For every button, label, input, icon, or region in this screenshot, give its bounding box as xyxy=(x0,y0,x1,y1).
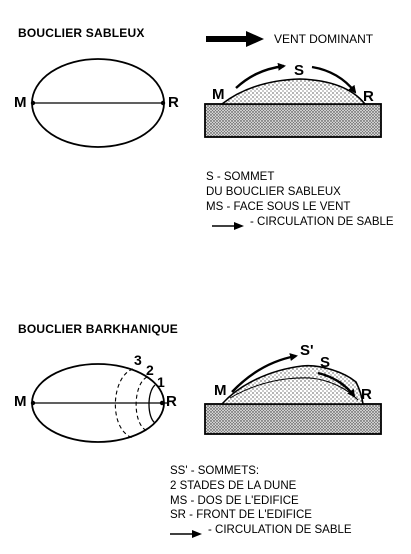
sand-circulation-arrow-back xyxy=(231,353,298,393)
plan-label-r: R xyxy=(168,94,179,111)
plan-point-m xyxy=(30,100,36,106)
stage-label-1: 1 xyxy=(157,374,165,390)
stage-label-2: 2 xyxy=(146,362,154,378)
ground-block xyxy=(204,103,382,138)
legend-2-line-1: SS' - SOMMETS: xyxy=(170,465,260,477)
ground-block-2 xyxy=(204,403,382,435)
legend-1-line-2: DU BOUCLIER SABLEUX xyxy=(206,186,341,198)
legend-2-line-2: 2 STADES DE LA DUNE xyxy=(170,480,297,492)
legend-2-line-5: - CIRCULATION DE SABLE xyxy=(208,524,352,536)
legend-circulation-arrow-1 xyxy=(212,222,244,230)
plan-label-m-2: M xyxy=(14,393,27,410)
profile-label-s-prime: S' xyxy=(300,342,314,359)
legend-circulation-arrow-2 xyxy=(170,530,202,538)
wind-label: VENT DOMINANT xyxy=(274,32,374,46)
sand-circulation-arrow-left xyxy=(235,62,286,89)
profile-label-r: R xyxy=(363,88,374,105)
profile-label-m: M xyxy=(212,86,225,103)
stage-1-front-outline xyxy=(148,384,156,424)
sand-circulation-arrow-front xyxy=(317,371,356,398)
stage-3-front-outline xyxy=(114,368,134,439)
section-1-title: BOUCLIER SABLEUX xyxy=(18,26,145,40)
profile-label-m-2: M xyxy=(214,382,227,399)
earlier-stage-profile-line xyxy=(229,377,359,401)
sand-shield-profile xyxy=(219,78,367,105)
profile-label-r-2: R xyxy=(361,386,372,403)
plan-label-r-2: R xyxy=(166,393,177,410)
section-2-title: BOUCLIER BARKHANIQUE xyxy=(18,322,178,336)
profile-label-s-2: S xyxy=(320,354,331,371)
plan-point-r xyxy=(160,100,166,106)
legend-1-line-3: MS - FACE SOUS LE VENT xyxy=(206,201,351,213)
plan-point-m-2 xyxy=(30,400,36,406)
legend-2-line-4: SR - FRONT DE L'EDIFICE xyxy=(170,509,312,521)
sand-circulation-arrow-right xyxy=(311,65,357,94)
stage-2-front-outline xyxy=(135,376,148,432)
legend-1-line-1: S - SOMMET xyxy=(206,171,275,183)
legend-1-line-4: - CIRCULATION DE SABLE xyxy=(250,216,394,228)
stage-label-3: 3 xyxy=(134,352,142,368)
plan-label-m: M xyxy=(14,94,27,111)
plan-point-r-2 xyxy=(159,400,165,406)
profile-label-s: S xyxy=(294,62,305,79)
legend-2-line-3: MS - DOS DE L'EDIFICE xyxy=(170,495,299,507)
prevailing-wind-arrow xyxy=(206,31,264,47)
